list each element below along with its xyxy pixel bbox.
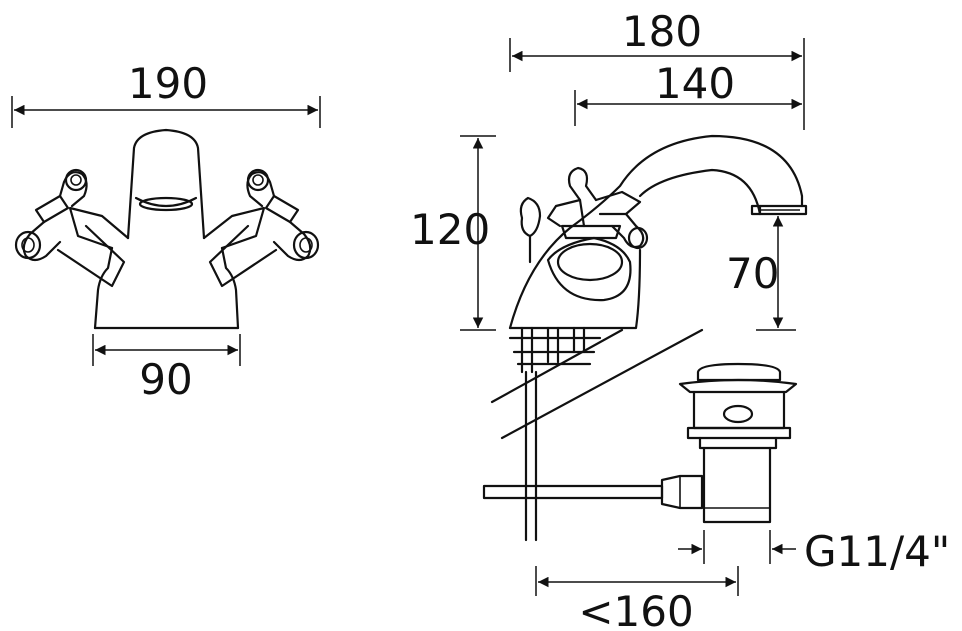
dimension-base-width: 90 — [92, 334, 241, 404]
dimension-label-160: <160 — [578, 587, 693, 631]
dimension-label-70: 70 — [726, 249, 779, 298]
dimension-label-190: 190 — [128, 59, 208, 108]
dimension-label-120: 120 — [410, 205, 490, 254]
dimension-max-distance: <160 — [535, 566, 739, 631]
dimension-spout-height: 70 — [726, 216, 796, 331]
dimension-front-width: 190 — [11, 59, 321, 128]
side-view-tap — [482, 134, 808, 542]
dimension-waste-thread: G11/4" — [678, 527, 950, 576]
pop-up-waste — [678, 362, 798, 524]
dimension-side-length: 180 — [509, 7, 805, 130]
dimension-label-thread: G11/4" — [804, 527, 950, 576]
dimension-label-140: 140 — [655, 59, 735, 108]
dimension-height: 120 — [410, 135, 496, 331]
front-view-tap — [14, 128, 320, 330]
dimension-label-90: 90 — [139, 355, 192, 404]
dimension-spout-reach: 140 — [574, 59, 802, 126]
dimension-label-180: 180 — [622, 7, 702, 56]
